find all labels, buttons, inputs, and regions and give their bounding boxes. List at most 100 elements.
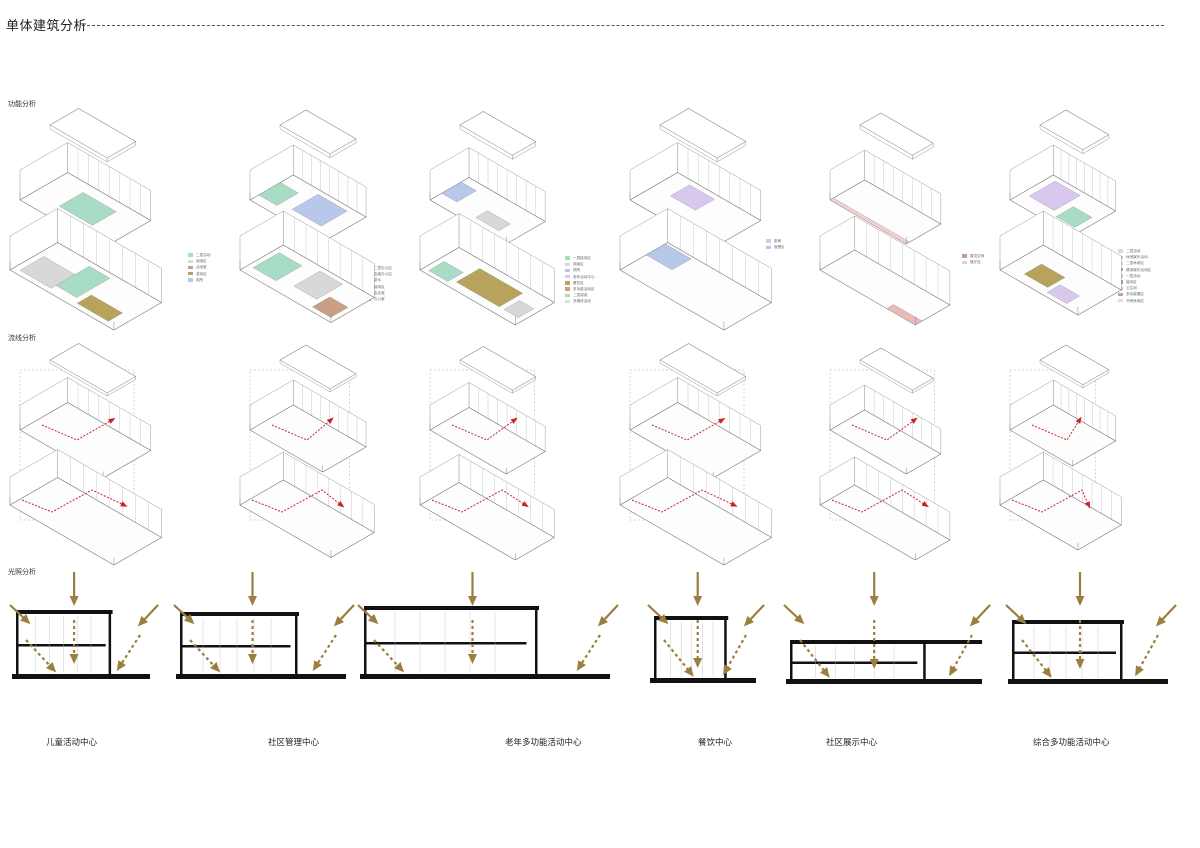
flow-arrowhead xyxy=(718,418,726,424)
flow-path-upper xyxy=(41,419,113,441)
light-arrowhead xyxy=(684,666,694,677)
flow-path-upper xyxy=(1031,419,1080,441)
legend-label: 一层活动 xyxy=(1126,273,1141,278)
light-arrowhead xyxy=(20,614,31,625)
light-ray-left-interior xyxy=(373,639,401,669)
legend-swatch xyxy=(188,259,193,264)
light-arrowhead xyxy=(1075,596,1085,606)
light-arrowhead xyxy=(69,596,79,606)
light-ray-right-interior xyxy=(951,634,973,672)
light-arrowhead xyxy=(333,616,344,627)
legend-swatch xyxy=(188,265,193,270)
slab-face xyxy=(1082,134,1110,155)
legend-item: 多功能活动区 xyxy=(565,286,595,292)
ground-floor-plate xyxy=(819,249,951,326)
legend-item: 展览空间 xyxy=(962,253,984,259)
light-ray-left-interior xyxy=(189,639,217,669)
light-arrowhead xyxy=(1075,659,1085,669)
function-zone xyxy=(252,252,303,281)
function-zone xyxy=(1028,180,1081,211)
mid-floor-slab xyxy=(1012,651,1116,654)
legend-item: 厕所 xyxy=(188,277,210,283)
function-zone xyxy=(76,294,123,322)
legend-label: 会客办公区 xyxy=(374,272,392,277)
legend-item: 书吧休闲区 xyxy=(1118,298,1151,304)
slab-face xyxy=(716,376,746,397)
light-arrowhead xyxy=(794,614,805,625)
ground-floor-plate xyxy=(999,479,1122,551)
light-arrowhead xyxy=(969,616,980,627)
light-arrowhead xyxy=(693,658,703,668)
light-arrowhead xyxy=(949,665,958,677)
ground-slab xyxy=(1008,679,1168,684)
flow-path-upper xyxy=(851,419,915,441)
function-zone xyxy=(475,210,511,231)
light-ray-right-interior xyxy=(315,634,337,667)
flow-arrowhead xyxy=(730,501,738,507)
flow-arrowhead xyxy=(1075,416,1082,424)
legend-item: 一层接待区 xyxy=(565,255,595,261)
legend-swatch xyxy=(1118,292,1123,297)
legend-item: 二层活动 xyxy=(188,252,210,258)
slab-face xyxy=(329,138,357,159)
legend-item: 就餐区 xyxy=(766,244,785,250)
light-arrowhead xyxy=(46,662,57,673)
legend-swatch xyxy=(565,256,570,260)
roof-slab-section xyxy=(16,610,113,614)
legend-label: 老年活动中心 xyxy=(573,274,595,279)
legend-swatch xyxy=(565,299,570,304)
light-arrowhead xyxy=(723,664,732,676)
legend-label: 二层阅读 xyxy=(573,293,588,298)
legend-label: 多功能活动区 xyxy=(573,287,595,292)
ground-floor-plate xyxy=(239,479,375,558)
flow-path-upper xyxy=(651,419,723,441)
legend-elderly-center: 一层接待区 阅读区 厕所 老年活动中心 餐饮区 多功能活动区 二层阅读 多媒体活… xyxy=(565,255,595,305)
light-ray-left-interior xyxy=(663,639,691,673)
light-ray-right-interior xyxy=(1137,634,1159,672)
legend-swatch xyxy=(565,262,570,267)
ground-floor-plate xyxy=(819,484,951,561)
legend-item: 老年活动中心 xyxy=(565,274,595,280)
function-zone xyxy=(645,243,692,271)
flow-arrowhead xyxy=(108,418,116,424)
function-zone xyxy=(58,192,117,226)
light-arrowhead xyxy=(137,616,148,627)
legend-swatch xyxy=(188,278,193,282)
function-zone xyxy=(428,261,464,282)
light-arrowhead xyxy=(597,616,608,627)
light-arrowhead xyxy=(368,614,379,625)
ground-slab xyxy=(786,679,982,684)
legend-label: 接待区 xyxy=(374,284,385,289)
roof-slab-section xyxy=(364,606,539,610)
legend-label: 多媒体活动 xyxy=(573,299,591,304)
legend-swatch xyxy=(1118,298,1123,303)
legend-swatch xyxy=(565,293,570,298)
light-arrowhead xyxy=(658,614,669,625)
function-zone xyxy=(55,266,111,298)
light-ray-left-interior xyxy=(25,639,53,669)
flow-arrowhead xyxy=(510,417,518,424)
caption-elderly-center: 老年多功能活动中心 xyxy=(505,738,582,748)
legend-label: 阅读区 xyxy=(573,262,584,267)
flow-arrowhead xyxy=(337,501,345,508)
legend-item: 阅读区 xyxy=(565,261,595,267)
legend-label: 休闲娱乐活动 xyxy=(1126,255,1148,260)
legend-label: 厨房 xyxy=(774,239,782,243)
legend-label: 厕所 xyxy=(573,268,581,273)
light-arrowhead xyxy=(743,616,754,627)
legend-label: 二层休闲区 xyxy=(1126,261,1144,266)
light-arrowhead xyxy=(184,614,195,625)
slab-face xyxy=(106,141,136,163)
legend-swatch xyxy=(962,260,967,265)
legend-label: 阅读区 xyxy=(196,259,207,264)
ground-slab xyxy=(360,674,610,679)
light-ray-left-interior xyxy=(799,639,827,674)
title-dashed-rule xyxy=(82,25,1164,26)
flow-path-ground xyxy=(21,489,125,513)
legend-label: 接待区 xyxy=(1126,280,1137,285)
function-zone xyxy=(258,182,299,206)
mid-floor-slab xyxy=(790,661,918,664)
legend-item: 展厅区 xyxy=(962,259,984,265)
light-arrowhead xyxy=(1155,616,1166,627)
